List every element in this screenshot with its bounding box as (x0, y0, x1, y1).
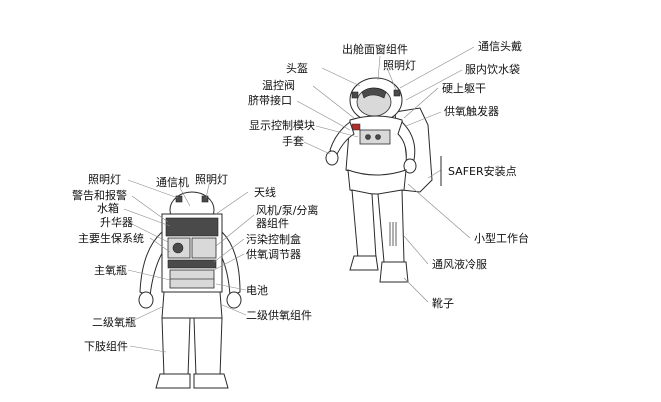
label-lights-right: 照明灯 (195, 173, 228, 186)
label-comm: 通信机 (156, 176, 189, 189)
label-umbilical: 脐带接口 (248, 94, 292, 107)
label-mini-workstation: 小型工作台 (474, 232, 529, 245)
label-lights-right-figure: 照明灯 (383, 59, 416, 72)
label-o2-actuator: 供氧触发器 (444, 105, 499, 118)
label-safer-mount: SAFER安装点 (448, 165, 517, 178)
label-water-tank: 水箱 (97, 202, 119, 215)
label-gloves: 手套 (282, 135, 304, 148)
label-primary-pls: 主要生保系统 (78, 232, 144, 245)
label-hard-torso: 硬上躯干 (442, 82, 486, 95)
label-display-module: 显示控制模块 (249, 119, 315, 132)
label-warning: 警告和报警 (72, 189, 127, 202)
rear-suit-figure (138, 191, 242, 389)
label-secondary-o2: 二级氧瓶 (92, 316, 136, 329)
label-comm-cap: 通信头戴 (478, 40, 522, 53)
label-lights-left: 照明灯 (88, 173, 121, 186)
label-main-o2: 主氧瓶 (94, 264, 127, 277)
label-antenna: 天线 (254, 186, 276, 199)
front-suit-figure (325, 77, 433, 283)
label-battery: 电池 (246, 284, 268, 297)
label-contaminant: 污染控制盒 (246, 233, 301, 246)
label-lcvg: 通风液冷服 (432, 258, 487, 271)
display-control-module (359, 129, 391, 145)
label-eva-visor: 出舱面窗组件 (342, 43, 408, 56)
label-o2-regulator: 供氧调节器 (246, 248, 301, 261)
label-secondary-o2-pack: 二级供氧组件 (246, 309, 312, 322)
label-lower-torso: 下肢组件 (84, 340, 128, 353)
front-suit-leaders (296, 46, 475, 303)
rear-suit-leaders (123, 179, 255, 353)
label-sublimator: 升华器 (100, 216, 133, 229)
label-fan-pump: 风机/泵/分离器组件 (256, 204, 319, 230)
label-temp-valve: 温控阀 (262, 79, 295, 92)
label-boots: 靴子 (432, 297, 454, 310)
label-helmet: 头盔 (286, 62, 308, 75)
label-drink-bag: 服内饮水袋 (465, 63, 520, 76)
